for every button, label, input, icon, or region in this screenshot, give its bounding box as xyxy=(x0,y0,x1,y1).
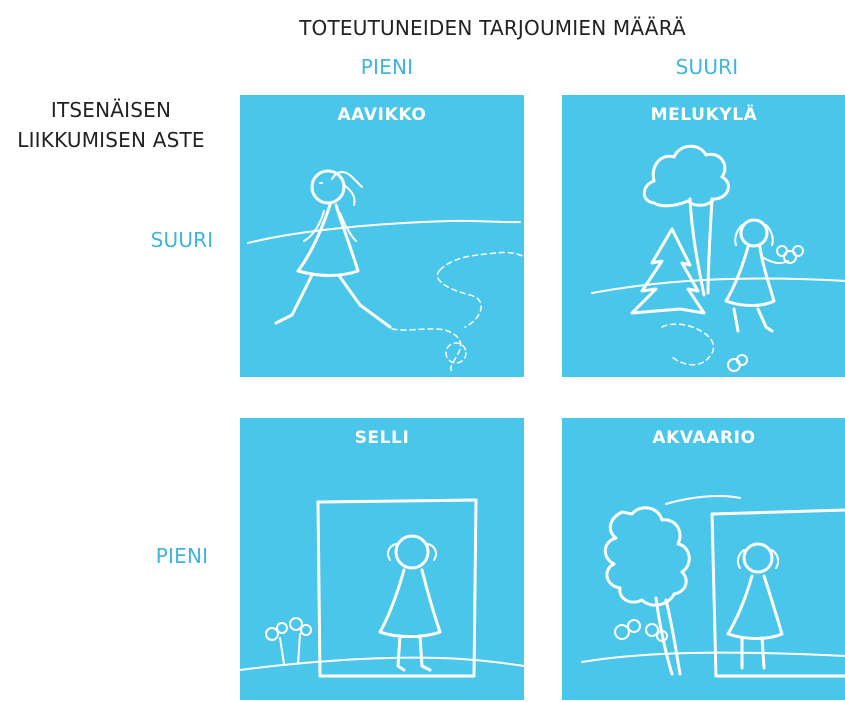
panel-title-selli: SELLI xyxy=(354,428,410,448)
panel-title-akvaario: AKVAARIO xyxy=(652,428,756,448)
column-label-small: PIENI xyxy=(360,55,414,79)
panel-title-melukyla: MELUKYLÄ xyxy=(650,105,758,125)
row-axis-title: ITSENÄISEN LIIKKUMISEN ASTE xyxy=(17,98,205,152)
column-axis-title: TOTEUTUNEIDEN TARJOUMIEN MÄÄRÄ xyxy=(299,16,686,40)
panel-title-aavikko: AAVIKKO xyxy=(337,105,427,125)
running-girl-illustration xyxy=(247,169,524,372)
girl-with-trees-illustration xyxy=(591,144,845,372)
girl-in-cell-illustration xyxy=(240,498,524,678)
panel-melukyla: MELUKYLÄ xyxy=(562,95,845,377)
row-label-small: PIENI xyxy=(155,544,209,568)
girl-in-aquarium-illustration xyxy=(581,495,845,678)
panel-selli: SELLI xyxy=(240,418,524,700)
panel-aavikko: AAVIKKO xyxy=(240,95,524,377)
panel-akvaario: AKVAARIO xyxy=(562,418,845,700)
column-label-large: SUURI xyxy=(675,55,739,79)
row-label-large: SUURI xyxy=(150,228,214,252)
